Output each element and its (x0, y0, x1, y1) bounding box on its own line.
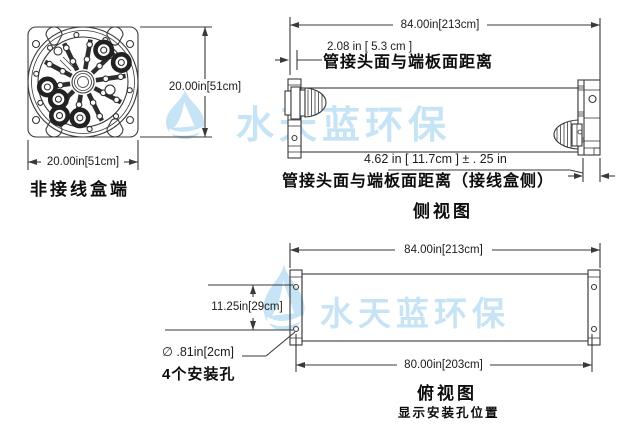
watermark-text: 水天蓝环保 (236, 105, 452, 147)
hole-count-label-text: 4个安装孔 (162, 366, 236, 383)
end-view-width-dimension-text: 20.00in[51cm] (46, 156, 120, 168)
mounting-bracket-right (587, 269, 601, 346)
jbox-offset-dimension (388, 158, 615, 182)
top-view-drawing (165, 243, 601, 372)
hole-spacing-dimension (165, 284, 293, 331)
mounting-bracket-left (289, 269, 303, 346)
end-view-title: 非接线盒端 (30, 180, 130, 199)
water-drop-logo-icon (165, 89, 205, 140)
chamber-body-top (301, 273, 589, 342)
port-offset-dimension (275, 50, 322, 70)
watermark-logo-top (156, 88, 214, 140)
side-view-drawing (275, 17, 615, 182)
port-offset-value-text: 2.08 in [ 5.3 cm ] (327, 41, 413, 53)
lamp-spokes (40, 39, 126, 125)
jbox-offset-label-text: 管接头面与端板面距离（接线盒侧） (282, 173, 555, 190)
end-view-drawing (27, 26, 212, 170)
side-view-length-dimension-text: 84.00in[213cm] (400, 19, 480, 31)
end-view-dimensions (27, 26, 212, 170)
watermark-text: 水天蓝环保 (320, 295, 510, 332)
pipe-port-right (553, 119, 583, 150)
hole-span-dimension (295, 334, 593, 372)
hole-spacing-dimension-text: 11.25in[29cm] (211, 301, 283, 313)
port-offset-label-text: 管接头面与端板面距离 (323, 54, 494, 71)
chamber-body (300, 87, 579, 153)
watermark-logo-bottom (256, 262, 312, 332)
top-view-title: 俯视图 (417, 384, 477, 403)
top-view-length-dimension (289, 243, 601, 268)
hole-diameter-leader (242, 331, 296, 357)
hole-span-dimension-text: 80.00in[203cm] (404, 359, 483, 371)
hole-diameter-text: ∅ .81in[2cm] (162, 345, 235, 359)
top-view-length-dimension-text: 84.00in[213cm] (404, 244, 483, 256)
lamp-ports (36, 39, 132, 129)
junction-box (577, 79, 601, 156)
side-view-title: 侧视图 (413, 202, 473, 221)
end-view-height-dimension-text: 20.00in[51cm] (168, 81, 242, 93)
water-drop-logo-icon (263, 264, 305, 331)
side-view-length-dimension (289, 17, 601, 80)
top-view-subtitle: 显示安装孔位置 (398, 406, 500, 420)
jbox-offset-value-text: 4.62 in [ 11.7cm ] ± . 25 in (364, 152, 507, 166)
pipe-port-left (284, 86, 327, 120)
